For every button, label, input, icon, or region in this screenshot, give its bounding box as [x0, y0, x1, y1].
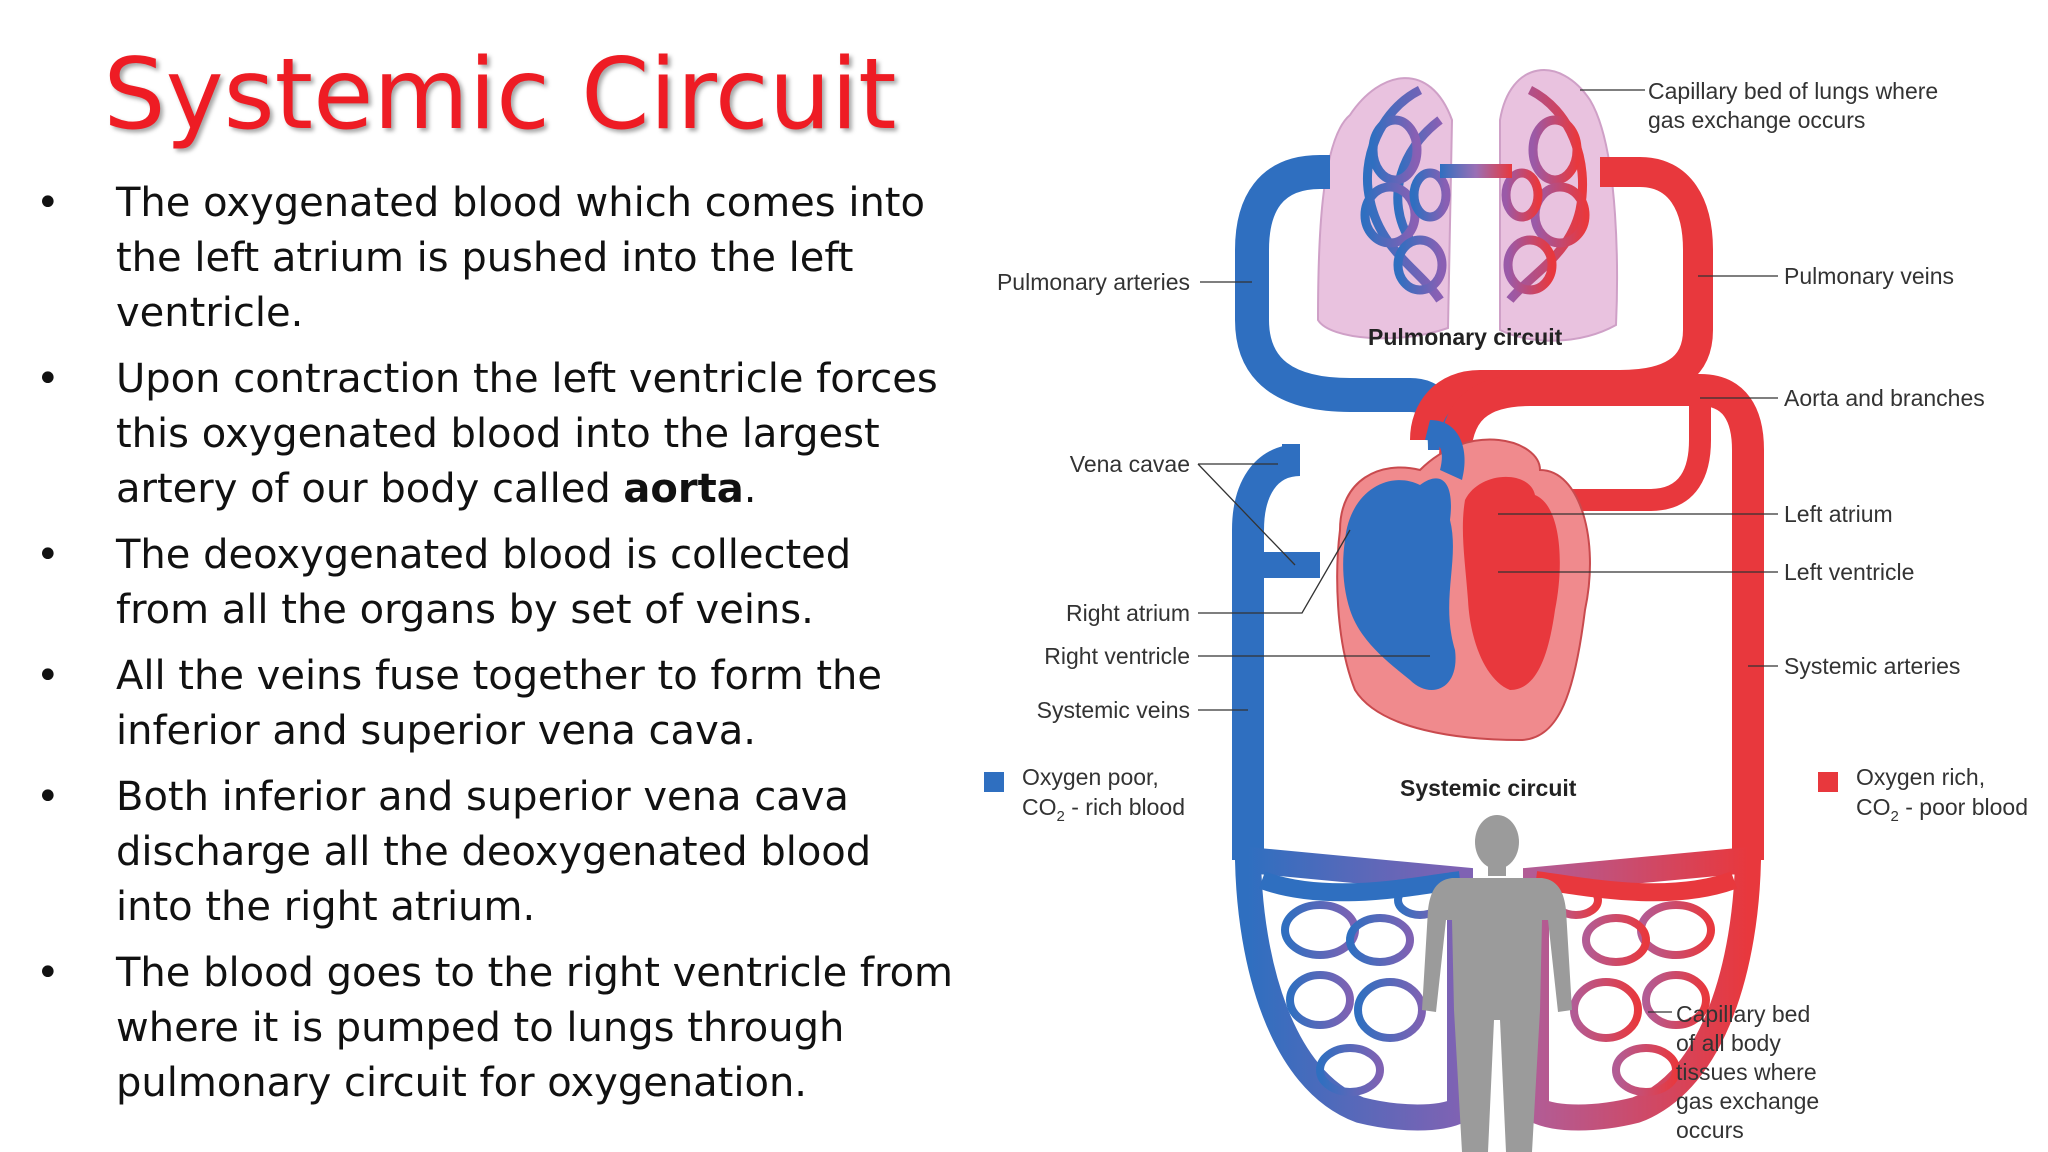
bullet-glyph: •	[36, 950, 60, 996]
right-heart-chambers	[1343, 478, 1456, 690]
label-pulmonary-arteries: Pulmonary arteries	[997, 269, 1190, 295]
venous-capillaries	[1234, 845, 1473, 1131]
right-lung-tissue	[1499, 69, 1618, 342]
bullet-text: The blood goes to the right ventricle fr…	[116, 950, 954, 1106]
bullet-item: • All the veins fuse together to form the…	[36, 649, 956, 759]
bullet-text: The deoxygenated blood is collected from…	[116, 532, 852, 633]
bullet-text-end: .	[743, 466, 757, 512]
legend-oxygen-poor-line2: CO2 - rich blood	[1022, 794, 1185, 825]
human-silhouette-icon	[1422, 815, 1572, 1152]
bullet-text: Both inferior and superior vena cava dis…	[116, 774, 872, 930]
bullet-glyph: •	[36, 532, 60, 578]
label-left-atrium: Left atrium	[1784, 501, 1893, 527]
legend-swatch-oxygen-rich	[1818, 772, 1838, 792]
bullet-item: • The blood goes to the right ventricle f…	[36, 946, 956, 1111]
bullet-text: Upon contraction the left ventricle forc…	[116, 356, 938, 512]
label-right-atrium: Right atrium	[1066, 600, 1190, 626]
arterial-capillary-mesh	[1550, 881, 1715, 1096]
label-capillary-body-1: Capillary bed	[1676, 1001, 1810, 1027]
bullet-list: • The oxygenated blood which comes into t…	[36, 176, 956, 1122]
bullet-glyph: •	[36, 356, 60, 402]
label-pulmonary-veins: Pulmonary veins	[1784, 263, 1954, 289]
co2-subscript: 2	[1057, 808, 1065, 825]
label-capillary-body-4: gas exchange	[1676, 1088, 1819, 1114]
co2-rest: - poor blood	[1899, 794, 2028, 820]
bullet-bold-term: aorta	[623, 466, 744, 512]
bullet-item: • The oxygenated blood which comes into t…	[36, 176, 956, 341]
diagram-labels: Capillary bed of lungs where gas exchang…	[997, 78, 1985, 1143]
bullet-glyph: •	[36, 774, 60, 820]
legend-oxygen-rich-line1: Oxygen rich,	[1856, 764, 1985, 790]
legend-swatch-oxygen-poor	[984, 772, 1004, 792]
label-aorta: Aorta and branches	[1784, 385, 1985, 411]
left-lung-capillaries	[1360, 85, 1451, 303]
co2-text: CO	[1022, 794, 1057, 820]
bullet-glyph: •	[36, 180, 60, 226]
label-capillary-body-3: tissues where	[1676, 1059, 1817, 1085]
aorta-vessel	[1439, 374, 1764, 860]
label-capillary-lungs: Capillary bed of lungs where	[1648, 78, 1938, 104]
bullet-text: All the veins fuse together to form the …	[116, 653, 883, 754]
label-pulmonary-circuit: Pulmonary circuit	[1368, 324, 1563, 350]
pulmonary-trunk	[1425, 420, 1465, 480]
vena-cava-vessel	[1232, 444, 1302, 860]
label-systemic-arteries: Systemic arteries	[1784, 653, 1960, 679]
label-capillary-body-2: of all body	[1676, 1030, 1781, 1056]
label-vena-cavae: Vena cavae	[1070, 451, 1190, 477]
bullet-text: The oxygenated blood which comes into th…	[116, 180, 925, 336]
legend: Oxygen poor, CO2 - rich blood Oxygen ric…	[984, 764, 2028, 825]
label-left-ventricle: Left ventricle	[1784, 559, 1914, 585]
label-capillary-lungs-2: gas exchange occurs	[1648, 107, 1865, 133]
lungs	[1316, 69, 1618, 342]
label-capillary-body-5: occurs	[1676, 1117, 1744, 1143]
leader-lines	[1197, 89, 1778, 1013]
venous-capillary-mesh	[1281, 881, 1446, 1096]
bullet-item: • Upon contraction the left ventricle for…	[36, 352, 956, 517]
slide-title: Systemic Circuit	[103, 38, 897, 152]
lung-connector	[1440, 164, 1512, 178]
bullet-item: • Both inferior and superior vena cava di…	[36, 770, 956, 935]
co2-rest: - rich blood	[1065, 794, 1185, 820]
pulmonary-vein-vessel	[1410, 157, 1713, 441]
legend-oxygen-poor-line1: Oxygen poor,	[1022, 764, 1159, 790]
label-systemic-circuit: Systemic circuit	[1400, 775, 1577, 801]
label-right-ventricle: Right ventricle	[1044, 643, 1190, 669]
aorta-branch	[1530, 400, 1711, 511]
right-lung-capillaries	[1501, 85, 1590, 303]
label-systemic-veins: Systemic veins	[1037, 697, 1190, 723]
legend-oxygen-rich-line2: CO2 - poor blood	[1856, 794, 2028, 825]
heart	[1336, 420, 1591, 742]
arterial-capillaries	[1523, 845, 1762, 1131]
co2-subscript: 2	[1891, 808, 1899, 825]
left-heart-chambers	[1462, 476, 1560, 690]
bullet-glyph: •	[36, 653, 60, 699]
co2-text: CO	[1856, 794, 1891, 820]
bullet-item: • The deoxygenated blood is collected fro…	[36, 528, 956, 638]
